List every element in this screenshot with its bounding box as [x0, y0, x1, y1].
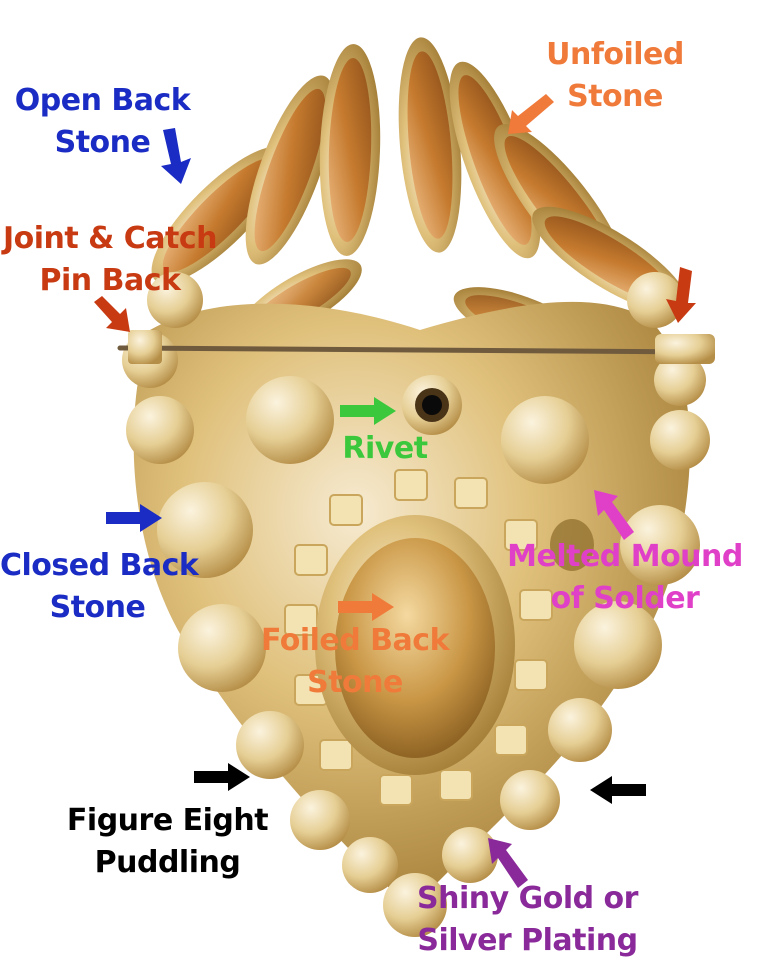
label-open-back-line1: Open Back: [14, 83, 191, 118]
label-shiny-plating-line2: Silver Plating: [417, 923, 638, 958]
label-rivet: Rivet: [330, 428, 440, 470]
joint-right-arrow-icon: [666, 267, 696, 323]
label-figure-eight-line2: Puddling: [94, 845, 241, 880]
arrow-down-icon: [161, 128, 191, 184]
label-melted-mound-line1: Melted Mound: [507, 539, 743, 574]
inner-cups: [284, 469, 553, 806]
pin-joint: [128, 330, 162, 364]
arrow-right-icon: [194, 763, 250, 791]
label-joint-catch: Joint & Catch Pin Back: [0, 218, 220, 302]
label-melted-mound: Melted Mound of Solder: [500, 536, 750, 620]
label-joint-catch-line2: Pin Back: [39, 263, 181, 298]
open-back-arrow-icon: [161, 128, 191, 184]
label-rivet-line1: Rivet: [342, 431, 428, 466]
arrow-right-icon: [340, 397, 396, 425]
label-unfoiled-stone: Unfoiled Stone: [535, 34, 695, 118]
pin-stem: [117, 345, 703, 355]
label-closed-back-line2: Stone: [49, 590, 146, 625]
label-joint-catch-line1: Joint & Catch: [2, 221, 218, 256]
label-shiny-plating-line1: Shiny Gold or: [417, 881, 638, 916]
arrow-down-icon: [666, 267, 696, 323]
arrow-left-icon: [590, 776, 646, 804]
foiled-oval-stone: [335, 538, 495, 758]
arrow-down-left-icon: [508, 94, 554, 134]
label-figure-eight-line1: Figure Eight: [66, 803, 269, 838]
arrow-down-right-icon: [94, 296, 130, 332]
label-foiled-back-line2: Stone: [307, 665, 403, 700]
label-melted-mound-line2: of Solder: [550, 581, 700, 616]
shiny-plating-arrow-icon: [488, 838, 528, 888]
figure-eight-right-arrow-icon: [590, 776, 646, 804]
label-open-back-stone: Open Back Stone: [10, 80, 195, 164]
label-closed-back-line1: Closed Back: [0, 548, 199, 583]
arrow-up-left-icon: [488, 838, 528, 888]
solder-mound: [550, 519, 594, 571]
rivet-arrow-icon: [340, 397, 396, 425]
label-foiled-back-line1: Foiled Back: [260, 623, 450, 658]
label-unfoiled-line2: Stone: [567, 79, 663, 114]
closed-back-arrow-icon: [106, 504, 162, 532]
arrow-right-icon: [338, 593, 394, 621]
joint-left-arrow-icon: [94, 296, 130, 332]
foiled-back-arrow-icon: [338, 593, 394, 621]
label-shiny-plating: Shiny Gold or Silver Plating: [410, 878, 645, 962]
unfoiled-arrow-icon: [508, 94, 554, 134]
pin-catch: [655, 334, 715, 364]
arrow-up-left-icon: [594, 490, 634, 540]
label-figure-eight: Figure Eight Puddling: [60, 800, 275, 884]
label-unfoiled-line1: Unfoiled: [546, 37, 684, 72]
label-closed-back-stone: Closed Back Stone: [0, 545, 199, 629]
label-open-back-line2: Stone: [54, 125, 151, 160]
label-foiled-back-stone: Foiled Back Stone: [255, 620, 455, 704]
melted-mound-arrow-icon: [594, 490, 634, 540]
figure-eight-left-arrow-icon: [194, 763, 250, 791]
arrow-right-icon: [106, 504, 162, 532]
